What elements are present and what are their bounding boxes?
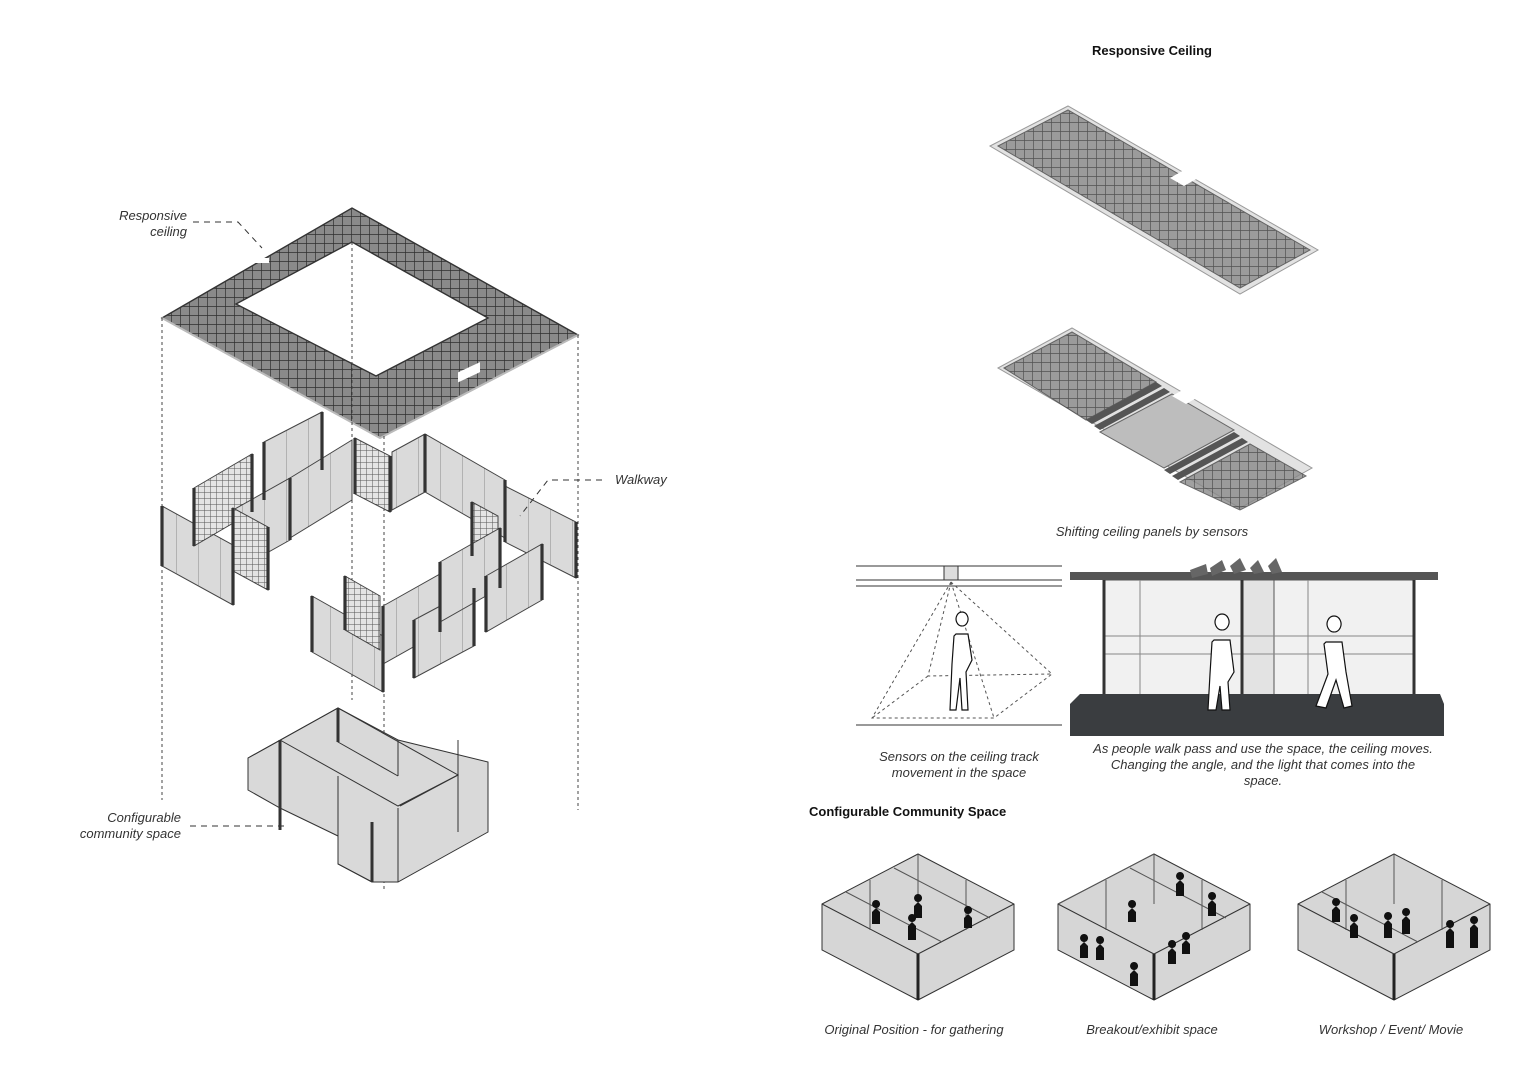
label-walkway: Walkway xyxy=(615,472,667,487)
config-original-diagram xyxy=(821,853,1015,1001)
ceiling-panel-shifting xyxy=(996,327,1314,511)
config-breakout-diagram xyxy=(1057,853,1251,1001)
community-space-module xyxy=(247,707,489,883)
walkway-walls xyxy=(160,411,578,693)
label-community-space: Configurable community space xyxy=(79,810,181,841)
responsive-ceiling-title: Responsive Ceiling xyxy=(1092,43,1212,58)
config-caption-workshop: Workshop / Event/ Movie xyxy=(1318,1022,1464,1037)
exploded-axonometric xyxy=(160,207,602,890)
ceiling-panel-flat xyxy=(988,105,1320,295)
sensor-caption-left: Sensors on the ceiling track movement in… xyxy=(879,749,1039,780)
config-caption-original: Original Position - for gathering xyxy=(824,1022,1004,1037)
section-perspective xyxy=(1070,558,1444,736)
label-ceiling: Responsive ceiling xyxy=(119,208,187,239)
callout-leaders xyxy=(190,221,602,827)
ceiling-opening xyxy=(458,362,480,383)
config-caption-breakout: Breakout/exhibit space xyxy=(1086,1022,1218,1037)
person-silhouette xyxy=(949,611,973,711)
responsive-ceiling-ring xyxy=(160,207,580,440)
ceiling-caption: Shifting ceiling panels by sensors xyxy=(1055,524,1249,539)
configurable-space-title: Configurable Community Space xyxy=(809,804,1007,819)
sensor-caption-right: As people walk pass and use the space, t… xyxy=(1093,741,1433,788)
config-workshop-diagram xyxy=(1297,853,1491,1001)
sensor-diagram xyxy=(856,565,1062,726)
person-silhouette xyxy=(1207,613,1235,711)
person-silhouette xyxy=(1315,615,1353,709)
